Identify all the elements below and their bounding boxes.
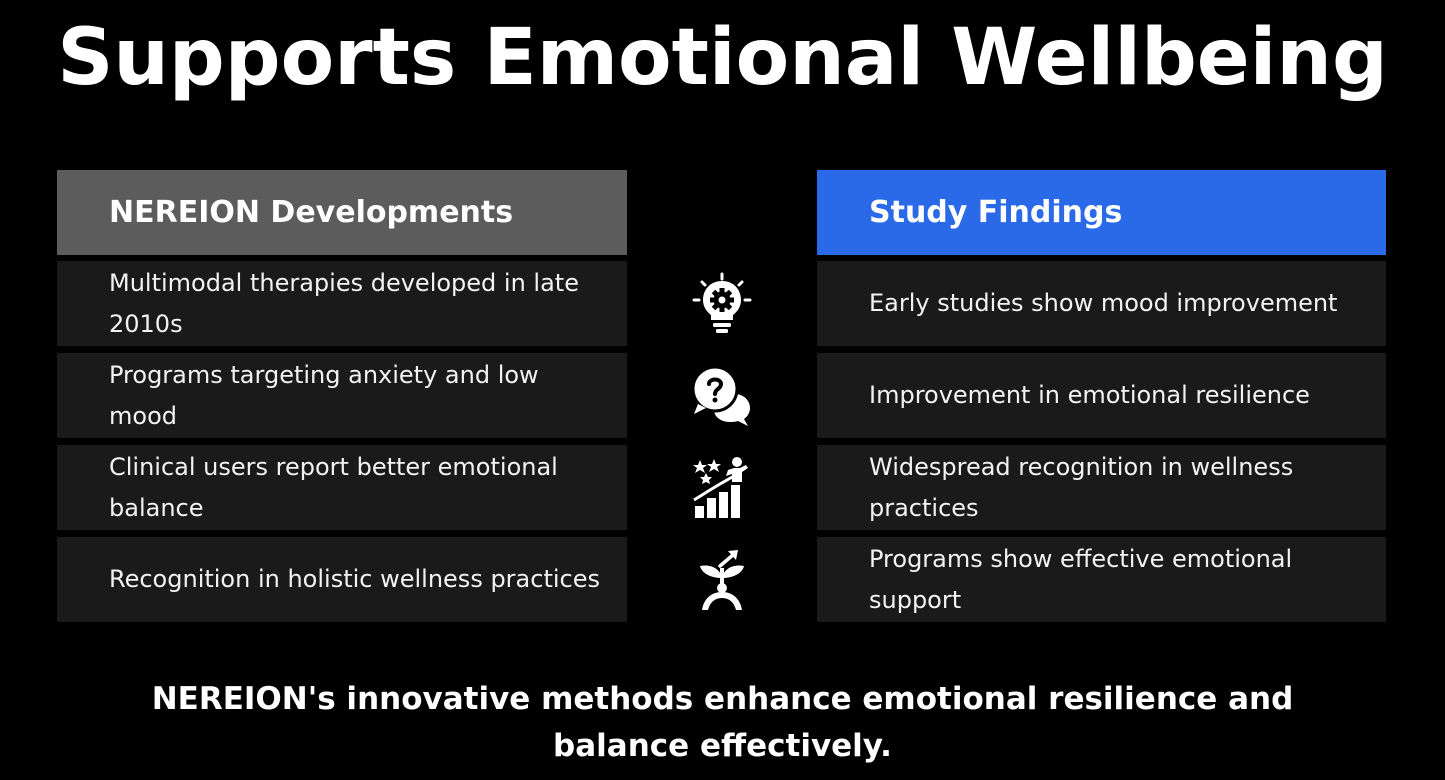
right-row-4: Programs show effective emotional suppor… — [817, 537, 1386, 622]
footer-summary: NEREION's innovative methods enhance emo… — [151, 681, 1294, 764]
right-row-3: Widespread recognition in wellness pract… — [817, 445, 1386, 530]
sprout-person-icon — [690, 548, 754, 612]
left-row-2: Programs targeting anxiety and low mood — [57, 353, 627, 438]
growth-chart-person-icon — [690, 456, 754, 520]
left-row-1: Multimodal therapies developed in late 2… — [57, 261, 627, 346]
right-column-header: Study Findings — [817, 170, 1386, 255]
left-row-3: Clinical users report better emotional b… — [57, 445, 627, 530]
question-chat-icon — [690, 364, 754, 428]
left-column-header: NEREION Developments — [57, 170, 627, 255]
right-row-2: Improvement in emotional resilience — [817, 353, 1386, 438]
lightbulb-gear-icon — [690, 272, 754, 336]
right-row-1: Early studies show mood improvement — [817, 261, 1386, 346]
page-title: Supports Emotional Wellbeing — [57, 13, 1388, 103]
left-row-4: Recognition in holistic wellness practic… — [57, 537, 627, 622]
